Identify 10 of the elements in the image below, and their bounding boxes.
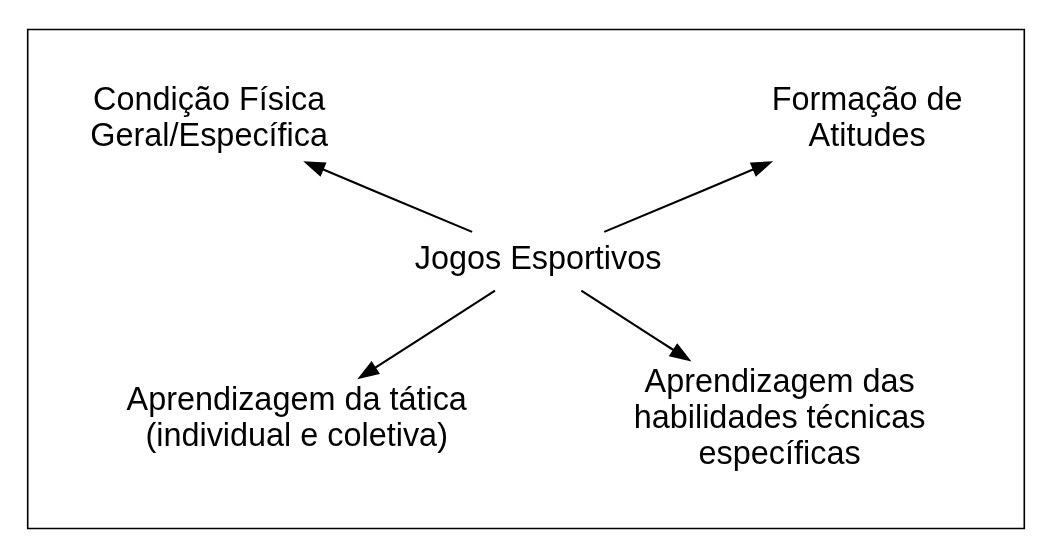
arrow	[303, 160, 473, 233]
arrow	[603, 160, 774, 233]
node-text: Jogos Esportivos	[414, 239, 662, 276]
arrow	[580, 289, 692, 362]
arrow	[357, 289, 496, 379]
node-text: Formação de Atitudes	[771, 80, 963, 153]
node-text: Condição Física Geral/Específica	[90, 80, 329, 153]
cluster	[26, 28, 1026, 529]
node-text: Aprendizagem da tática (individual e coletiva)	[126, 380, 467, 453]
node-text: Aprendizagem das habilidades técnicas específicas	[633, 362, 926, 471]
